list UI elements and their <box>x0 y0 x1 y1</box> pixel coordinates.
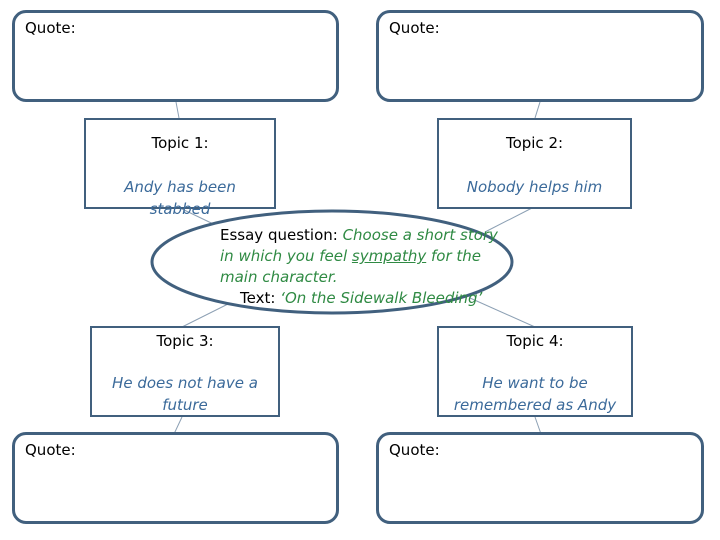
topic-body: He does not have a future <box>98 372 272 416</box>
connector-quote2-topic2 <box>534 101 541 119</box>
topic-title: Topic 2: <box>505 134 564 152</box>
topic-box-1: Topic 1: Andy has been stabbed <box>84 118 276 218</box>
quote-box-top-left: Quote: <box>12 10 339 102</box>
topic-body: He want to be remembered as Andy <box>445 372 625 416</box>
quote-box-bottom-right: Quote: <box>376 432 704 524</box>
topic-body: Andy has been stabbed <box>124 178 236 218</box>
essay-text-line: Text: ‘On the Sidewalk Bleeding’ <box>220 288 510 309</box>
topic-body: Nobody helps him <box>466 178 603 196</box>
topic-body-line: He want to be <box>482 374 588 392</box>
connector-topic4-quote4 <box>534 416 542 435</box>
topic-title: Topic 4: <box>506 332 564 350</box>
topic-box-4: Topic 4: He want to be remembered as And… <box>437 326 633 417</box>
quote-label: Quote: <box>389 19 440 37</box>
connector-quote1-topic1 <box>175 101 180 119</box>
quote-box-top-right: Quote: <box>376 10 704 102</box>
topic-title: Topic 3: <box>156 332 214 350</box>
topic-box-2: Topic 2: Nobody helps him <box>437 118 632 209</box>
topic-body-line: He does not have a <box>112 374 258 392</box>
connector-topic2-essay <box>484 207 533 233</box>
essay-text-label: Text: <box>240 289 281 307</box>
topic-title: Topic 1: <box>151 134 209 152</box>
essay-question-emph: sympathy <box>351 247 427 265</box>
essay-question-label: Essay question: <box>220 226 343 244</box>
connector-essay-topic4 <box>469 297 536 328</box>
topic-box-3: Topic 3: He does not have a future <box>90 326 280 417</box>
topic-body-line: remembered as Andy <box>453 396 617 414</box>
essay-ellipse <box>150 209 514 315</box>
topic-body-line: future <box>162 396 208 414</box>
essay-question: Essay question: Choose a short story in … <box>220 225 510 309</box>
essay-question-post: for the main character. <box>220 247 481 286</box>
essay-question-pre: Choose a short story in which you feel <box>220 226 498 265</box>
quote-label: Quote: <box>389 441 440 459</box>
quote-box-bottom-left: Quote: <box>12 432 339 524</box>
quote-label: Quote: <box>25 19 76 37</box>
essay-text-title: ‘On the Sidewalk Bleeding’ <box>280 289 483 307</box>
quote-label: Quote: <box>25 441 76 459</box>
connector-topic3-quote3 <box>173 416 183 435</box>
